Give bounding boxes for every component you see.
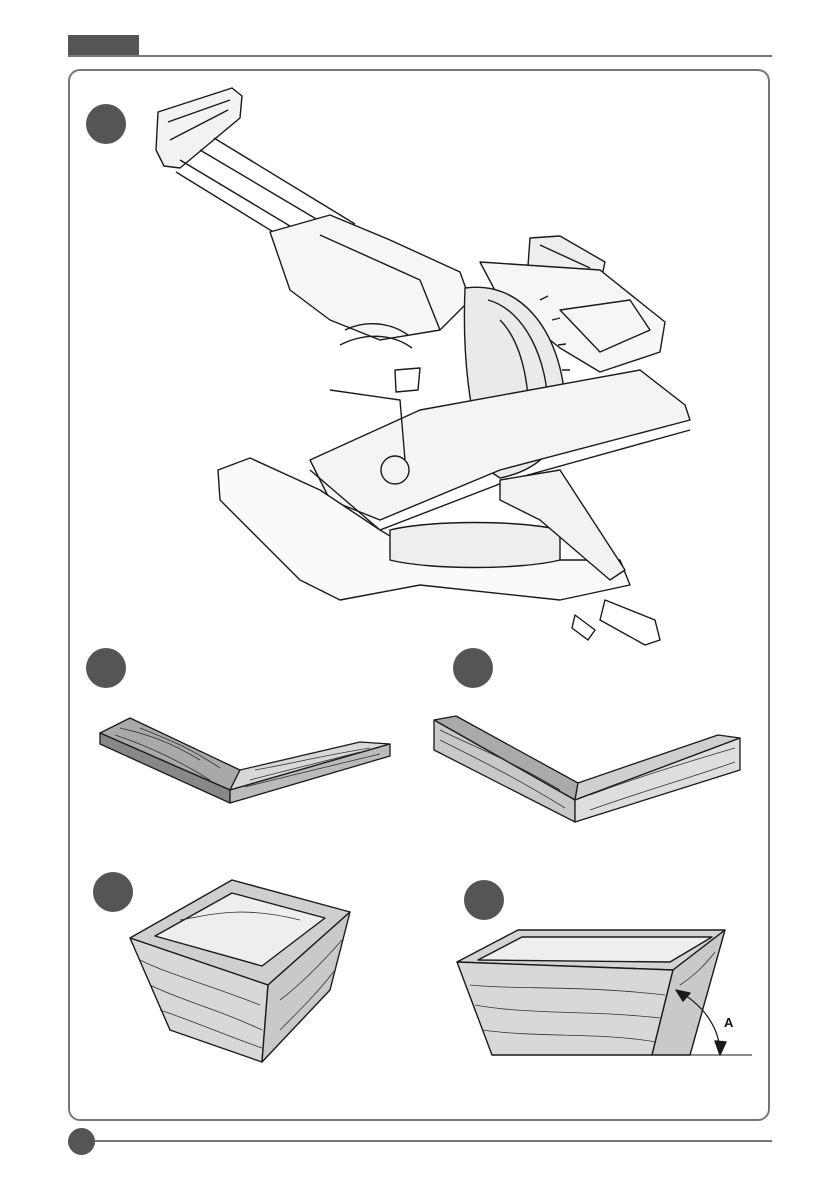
footer-page-marker	[68, 1128, 95, 1155]
angle-label: A	[724, 1015, 734, 1030]
footer-rule	[95, 1140, 772, 1142]
